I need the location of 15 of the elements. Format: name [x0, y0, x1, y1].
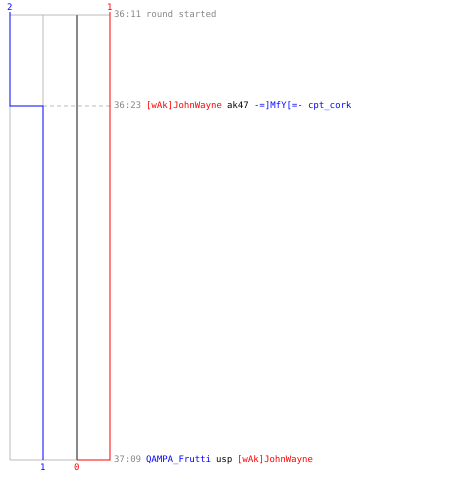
event-text: round started: [146, 10, 216, 20]
count-label: 2: [7, 3, 12, 13]
player-name: [wAk]JohnWayne: [146, 101, 222, 111]
weapon-name: usp: [216, 455, 232, 465]
player-name: QAMPA_Frutti: [146, 455, 212, 465]
weapon-name: ak47: [227, 101, 249, 111]
count-label: 1: [40, 463, 46, 473]
player-name: -=]MfY[=-: [254, 101, 303, 111]
time-label: 36:11: [114, 10, 142, 20]
count-label: 0: [74, 463, 80, 473]
count-label: 1: [107, 3, 112, 13]
time-label: 37:09: [114, 455, 142, 465]
time-label: 36:23: [114, 101, 142, 111]
player-name: [wAk]JohnWayne: [237, 455, 313, 465]
player-name: cpt_cork: [308, 101, 352, 111]
